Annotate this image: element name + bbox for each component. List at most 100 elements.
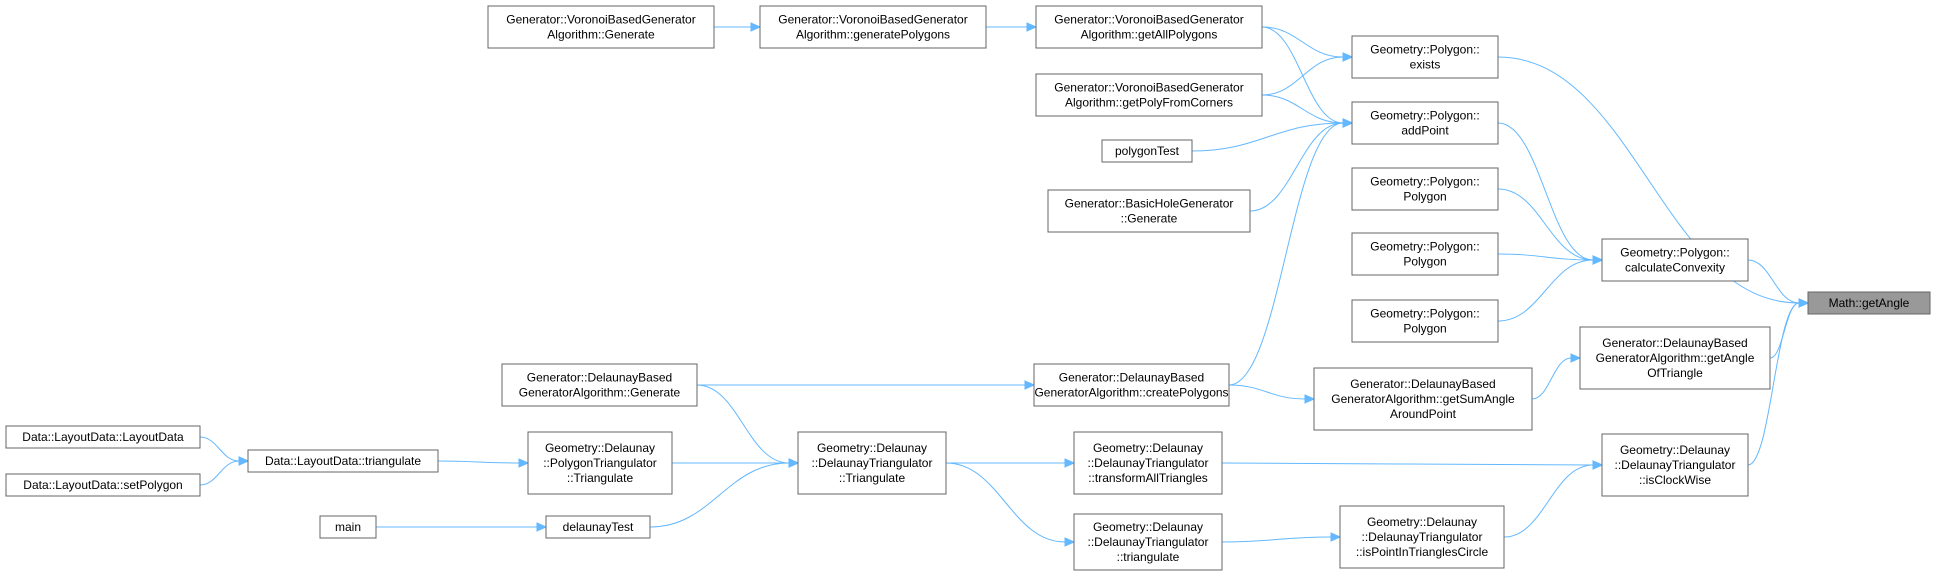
edge-polygon2-to-calcConvexity — [1497, 253, 1594, 261]
node-layoutTriangulate[interactable]: Data::LayoutData::triangulate — [247, 449, 439, 473]
node-getPolyFromCorners[interactable]: Generator::VoronoiBasedGeneratorAlgorith… — [1035, 73, 1263, 117]
edge-exists-to-getAngle — [1497, 56, 1800, 304]
edge-calcConvexity-to-getAngle — [1747, 259, 1800, 304]
arrowhead-icon — [1342, 52, 1354, 62]
edge-addPoint-to-calcConvexity — [1497, 122, 1594, 261]
node-voronoiGenerate[interactable]: Generator::VoronoiBasedGeneratorAlgorith… — [487, 5, 715, 49]
edge-dtTriangulateLower-to-isPointInCircle — [1221, 536, 1332, 543]
node-label: Polygon — [1403, 322, 1446, 336]
node-box — [1351, 232, 1499, 276]
edge-polygon1-to-calcConvexity — [1497, 188, 1594, 261]
edge-layer — [199, 22, 1810, 547]
arrowhead-icon — [1064, 458, 1076, 468]
node-label: ::Generate — [1121, 212, 1178, 226]
node-box — [1351, 299, 1499, 343]
node-label: Generator::BasicHoleGenerator — [1065, 197, 1234, 211]
node-polygonTest[interactable]: polygonTest — [1101, 139, 1193, 163]
node-label: Geometry::Polygon:: — [1370, 240, 1479, 254]
node-isClockWise[interactable]: Geometry::Delaunay::DelaunayTriangulator… — [1601, 433, 1749, 497]
node-box — [759, 5, 987, 49]
node-label: Generator::DelaunayBased — [1602, 336, 1747, 350]
node-getAllPolygons[interactable]: Generator::VoronoiBasedGeneratorAlgorith… — [1035, 5, 1263, 49]
node-label: ::Triangulate — [839, 471, 906, 485]
node-box — [1035, 5, 1263, 49]
node-label: ::DelaunayTriangulator — [1615, 458, 1736, 472]
node-label: ::PolygonTriangulator — [543, 456, 657, 470]
node-basicHoleGenerate[interactable]: Generator::BasicHoleGenerator::Generate — [1047, 189, 1251, 233]
node-label: calculateConvexity — [1625, 261, 1725, 275]
node-dtTriangulate[interactable]: Geometry::Delaunay::DelaunayTriangulator… — [797, 431, 947, 495]
node-createPolygons[interactable]: Generator::DelaunayBasedGeneratorAlgorit… — [1033, 363, 1230, 407]
node-getSumAngle[interactable]: Generator::DelaunayBasedGeneratorAlgorit… — [1313, 367, 1533, 431]
node-label: GeneratorAlgorithm::Generate — [519, 386, 681, 400]
node-box — [527, 431, 673, 495]
edge-createPolygons-to-getSumAngle — [1228, 384, 1306, 400]
edge-delaunayGenerate-to-dtTriangulate — [696, 384, 790, 464]
node-exists[interactable]: Geometry::Polygon::exists — [1351, 35, 1499, 79]
arrowhead-icon — [1592, 255, 1604, 265]
edge-isPointInCircle-to-isClockWise — [1503, 464, 1594, 538]
node-dtTriangulateLower[interactable]: Geometry::Delaunay::DelaunayTriangulator… — [1073, 513, 1223, 571]
node-delaunayTest[interactable]: delaunayTest — [545, 515, 651, 539]
node-layoutData[interactable]: Data::LayoutData::LayoutData — [5, 425, 201, 449]
arrowhead-icon — [788, 458, 800, 468]
node-label: Geometry::Delaunay — [1620, 443, 1730, 457]
node-box — [1073, 513, 1223, 571]
node-box — [1601, 238, 1749, 282]
edge-isClockWise-to-getAngle — [1747, 302, 1800, 466]
node-label: main — [335, 520, 361, 534]
node-label: Generator::VoronoiBasedGenerator — [506, 13, 695, 27]
node-box — [1313, 367, 1533, 431]
node-label: Geometry::Delaunay — [817, 441, 927, 455]
edge-getPolyFromCorners-to-addPoint — [1261, 94, 1344, 124]
node-calcConvexity[interactable]: Geometry::Polygon::calculateConvexity — [1601, 238, 1749, 282]
node-getAngleOfTriangle[interactable]: Generator::DelaunayBasedGeneratorAlgorit… — [1579, 326, 1771, 390]
arrowhead-icon — [1064, 537, 1076, 547]
node-label: ::DelaunayTriangulator — [1362, 530, 1483, 544]
node-box — [1579, 326, 1771, 390]
node-polyTriangulate[interactable]: Geometry::Delaunay::PolygonTriangulator:… — [527, 431, 673, 495]
arrowhead-icon — [1342, 118, 1354, 128]
node-label: GeneratorAlgorithm::createPolygons — [1034, 386, 1228, 400]
node-label: ::DelaunayTriangulator — [1088, 535, 1209, 549]
edge-transformAll-to-isClockWise — [1221, 462, 1594, 466]
node-polygon2[interactable]: Geometry::Polygon::Polygon — [1351, 232, 1499, 276]
node-label: Data::LayoutData::triangulate — [265, 454, 421, 468]
arrowhead-icon — [750, 22, 762, 32]
node-box — [1047, 189, 1251, 233]
edge-getAllPolygons-to-exists — [1261, 26, 1344, 58]
node-setPolygon[interactable]: Data::LayoutData::setPolygon — [5, 473, 201, 497]
node-delaunayGenerate[interactable]: Generator::DelaunayBasedGeneratorAlgorit… — [501, 363, 698, 407]
node-label: Geometry::Delaunay — [545, 441, 655, 455]
node-label: Algorithm::getAllPolygons — [1081, 28, 1218, 42]
node-polygon3[interactable]: Geometry::Polygon::Polygon — [1351, 299, 1499, 343]
node-box — [1351, 167, 1499, 211]
node-layer: Math::getAngleGeometry::Polygon::existsG… — [5, 5, 1931, 571]
node-box — [1601, 433, 1749, 497]
node-generatePolygons[interactable]: Generator::VoronoiBasedGeneratorAlgorith… — [759, 5, 987, 49]
arrowhead-icon — [536, 522, 548, 532]
node-box — [1807, 291, 1931, 315]
node-transformAll[interactable]: Geometry::Delaunay::DelaunayTriangulator… — [1073, 431, 1223, 495]
edge-delaunayTest-to-dtTriangulate — [649, 462, 790, 528]
node-label: Geometry::Polygon:: — [1370, 43, 1479, 57]
node-getAngle[interactable]: Math::getAngle — [1807, 291, 1931, 315]
node-label: Generator::DelaunayBased — [1059, 371, 1204, 385]
node-polygon1[interactable]: Geometry::Polygon::Polygon — [1351, 167, 1499, 211]
node-label: Generator::VoronoiBasedGenerator — [1054, 81, 1243, 95]
arrowhead-icon — [1304, 394, 1316, 404]
node-box — [1351, 101, 1499, 145]
node-label: Data::LayoutData::setPolygon — [23, 478, 182, 492]
node-box — [1339, 505, 1505, 569]
node-isPointInCircle[interactable]: Geometry::Delaunay::DelaunayTriangulator… — [1339, 505, 1505, 569]
edge-polygonTest-to-addPoint — [1191, 122, 1344, 152]
node-addPoint[interactable]: Geometry::Polygon::addPoint — [1351, 101, 1499, 145]
arrowhead-icon — [1592, 460, 1604, 470]
node-box — [1351, 35, 1499, 79]
node-label: delaunayTest — [563, 520, 634, 534]
node-main[interactable]: main — [319, 515, 377, 539]
node-label: Generator::VoronoiBasedGenerator — [778, 13, 967, 27]
arrowhead-icon — [1570, 353, 1582, 363]
node-label: ::DelaunayTriangulator — [1088, 456, 1209, 470]
